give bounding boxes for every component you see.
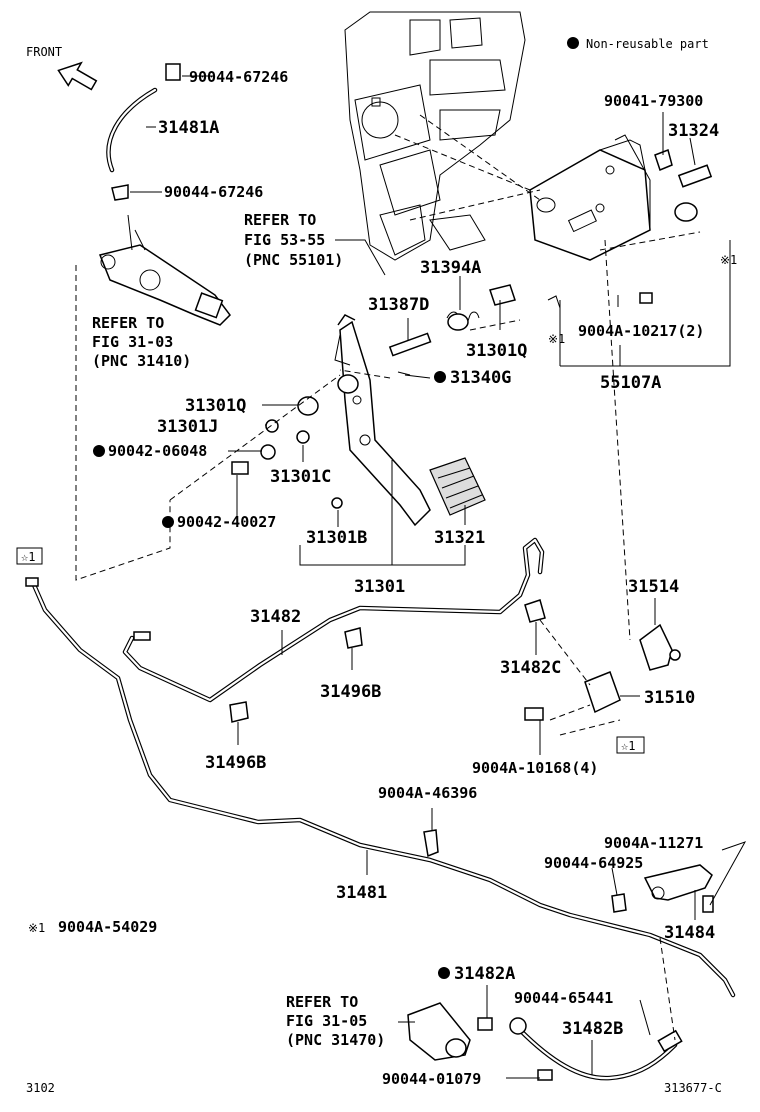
clutch-tube-31481-illustration [25,577,736,998]
label-31481: 31481 [336,883,387,903]
footnote: ※1 9004A-54029 [28,918,157,936]
release-cylinder-illustration [407,1002,493,1061]
label-55107A: 55107A [600,373,661,393]
pedal-fasteners [231,292,653,509]
body-panel-illustration [344,11,526,261]
label-90044-67246-top: 90044-67246 [189,68,288,86]
front-label: FRONT [26,45,62,59]
footnote-part: 9004A-54029 [58,918,157,936]
ref-2-line1: REFER TO [92,314,164,332]
label-31301J: 31301J [157,417,218,437]
label-9004A-10217: 9004A-10217(2) [578,322,704,340]
illustration-code: 313677-C [664,1081,722,1095]
label-90044-64925: 90044-64925 [544,854,643,872]
label-31301B: 31301B [306,528,367,548]
label-31301C: 31301C [270,467,331,487]
clutch-pedal-illustration [334,314,486,527]
kome1-mark-b: ※1 [720,253,737,267]
ref-1-line3: (PNC 55101) [244,251,343,269]
label-31387D: 31387D [368,295,429,315]
non-reusable-dot-icon [567,37,579,49]
damper-assembly-illustration [524,623,681,721]
non-reusable-dot-icon [434,371,446,383]
legend: Non-reusable part [567,37,709,51]
star1-box-left: ☆1 [16,547,43,565]
label-9004A-11271: 9004A-11271 [604,834,703,852]
ref-fig-31-03: REFER TO FIG 31-03 (PNC 31410) [92,314,191,370]
label-31510: 31510 [644,688,695,708]
label-31514: 31514 [628,577,679,597]
label-31301: 31301 [354,577,405,597]
non-reusable-dot-icon [93,445,105,457]
label-90042-40027: 90042-40027 [177,513,276,531]
non-reusable-dot-icon [162,516,174,528]
label-90044-65441: 90044-65441 [514,989,613,1007]
label-31496B-a: 31496B [320,682,381,702]
star1-mark-b: ☆1 [621,739,635,753]
label-9004A-10168: 9004A-10168(4) [472,759,598,777]
label-31482A: 31482A [454,964,515,984]
footnote-mark: ※1 [28,921,45,935]
reservoir-hose-illustration [106,63,181,201]
ref-1-line1: REFER TO [244,211,316,229]
ref-2-line3: (PNC 31410) [92,352,191,370]
page-number: 3102 [26,1081,55,1095]
ref-fig-53-55: REFER TO FIG 53-55 (PNC 55101) [244,211,343,269]
label-90042-06048: 90042-06048 [108,442,207,460]
star1-mark-a: ☆1 [21,550,35,564]
bolt-31324-icon [654,149,713,222]
assist-spring-illustration [388,284,516,357]
label-90044-67246-b: 90044-67246 [164,183,263,201]
ref-3-line1: REFER TO [286,993,358,1011]
ref-3-line2: FIG 31-05 [286,1012,367,1030]
label-31324: 31324 [668,121,719,141]
front-indicator: FRONT [26,45,98,91]
front-arrow-icon [57,61,98,91]
legend-text: Non-reusable part [586,37,709,51]
label-31321: 31321 [434,528,485,548]
bracket-31484-illustration [643,864,714,913]
ref-3-line3: (PNC 31470) [286,1031,385,1049]
label-31394A: 31394A [420,258,481,278]
ref-1-line2: FIG 53-55 [244,231,325,249]
label-9004A-46396: 9004A-46396 [378,784,477,802]
clamps [229,599,627,913]
label-31484: 31484 [664,923,715,943]
kome1-mark-a: ※1 [548,332,565,346]
label-31340G: 31340G [450,368,511,388]
leader-lines [130,75,747,1079]
star1-box-right: ☆1 [616,736,645,754]
label-90044-01079: 90044-01079 [382,1070,481,1088]
label-31301Q-b: 31301Q [185,396,246,416]
relation-lines [75,114,701,1041]
clutch-tube-31482-illustration [122,537,545,703]
ref-fig-31-05: REFER TO FIG 31-05 (PNC 31470) [286,993,385,1049]
non-reusable-dot-icon [438,967,450,979]
pedal-bracket-illustration [529,134,651,261]
label-90041-79300: 90041-79300 [604,92,703,110]
label-31482: 31482 [250,607,301,627]
label-31301Q-a: 31301Q [466,341,527,361]
label-31482C: 31482C [500,658,561,678]
ref-2-line2: FIG 31-03 [92,333,173,351]
label-31482B: 31482B [562,1019,623,1039]
master-cylinder-illustration [98,214,231,326]
flex-hose-31482B-illustration [509,1017,683,1081]
label-31496B-b: 31496B [205,753,266,773]
label-31481A: 31481A [158,118,219,138]
